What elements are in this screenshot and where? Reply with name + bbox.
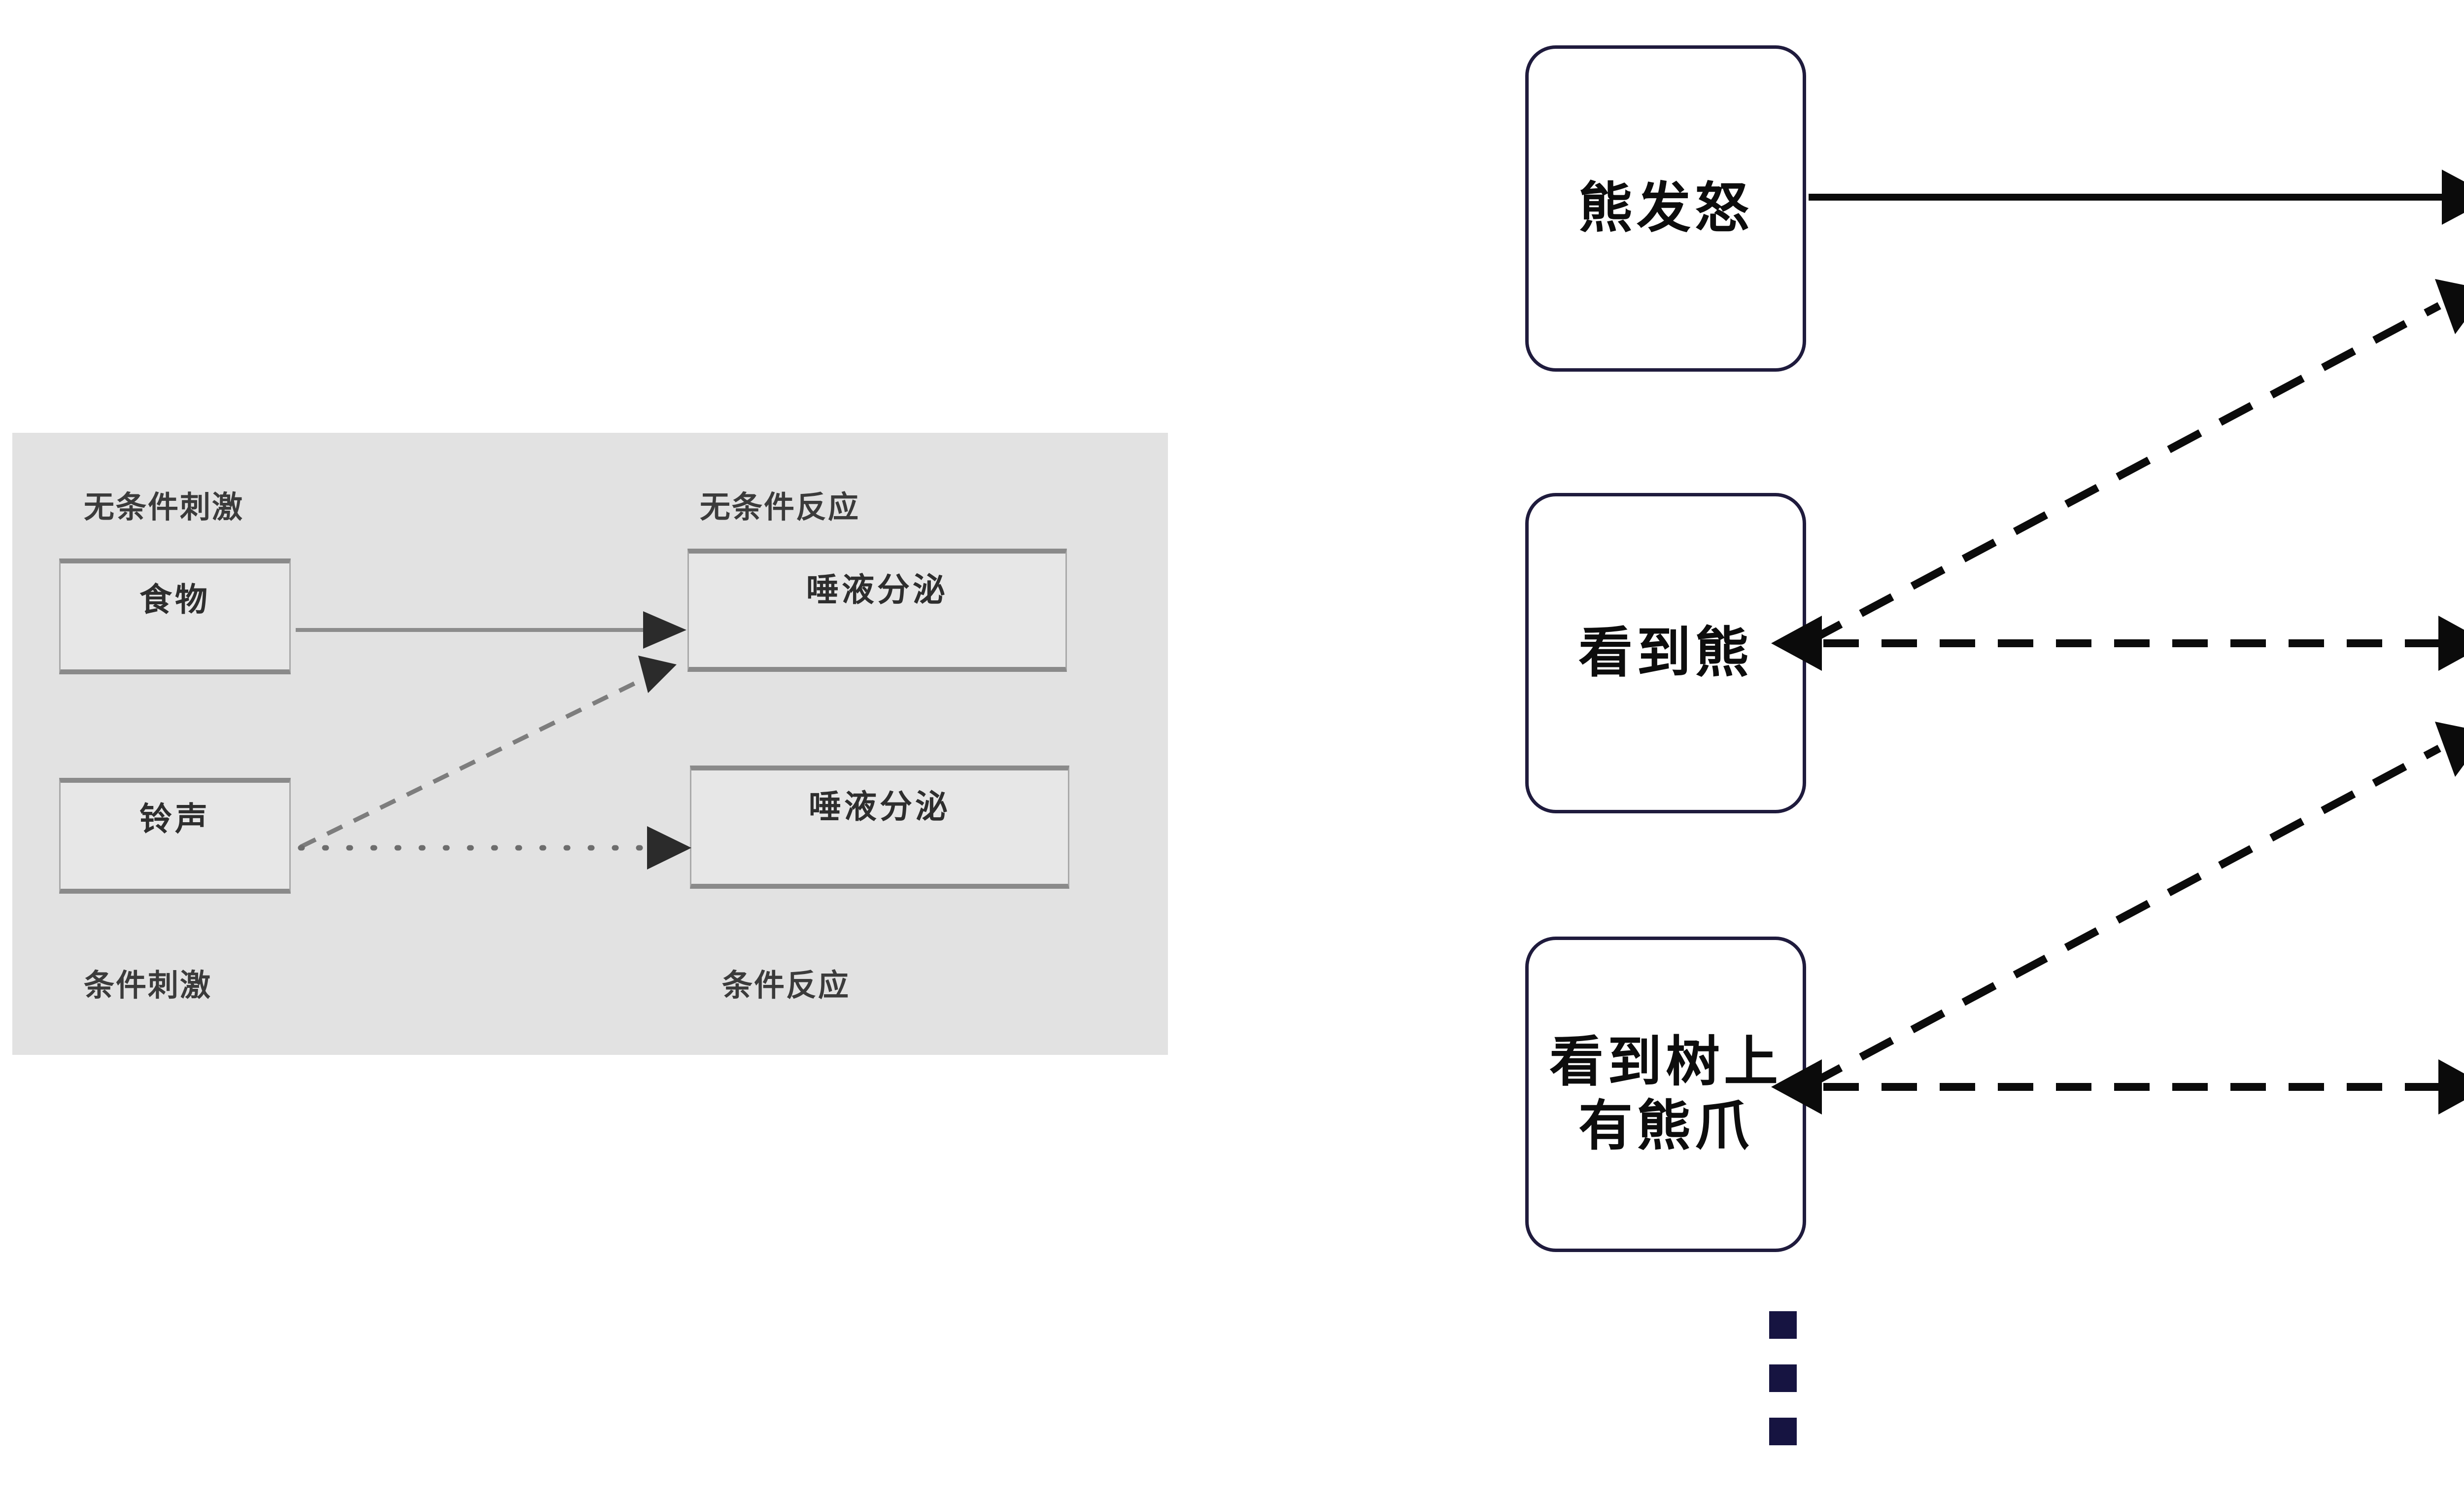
box-bear-angry: 熊发怒: [1525, 45, 1806, 372]
box-salivation-unconditioned-label: 唾液分泌: [806, 571, 948, 609]
arrow-bear-angry-to-reward: [1809, 170, 2464, 225]
caption-unconditioned-stimulus: 无条件刺激: [84, 489, 244, 525]
box-food-label: 食物: [139, 581, 210, 619]
box-salivation-conditioned-label: 唾液分泌: [809, 788, 951, 826]
box-see-claw-on-tree: 看到树上 有熊爪: [1525, 937, 1806, 1252]
arrow-food-to-salivation: [296, 611, 686, 649]
arrow-see-claw-to-value-next-state: [1808, 722, 2464, 1088]
classical-conditioning-panel: 无条件刺激 无条件反应 条件刺激 条件反应 食物 铃声 唾液分泌 唾液分泌: [12, 433, 1168, 1055]
box-bear-angry-label: 熊发怒: [1578, 176, 1753, 240]
ellipsis-left-column: [1769, 1311, 1797, 1445]
box-bell-label: 铃声: [139, 800, 210, 838]
arrow-see-bear-to-value-next-state: [1771, 616, 2464, 671]
box-salivation-conditioned: 唾液分泌: [690, 766, 1069, 889]
box-food: 食物: [59, 558, 291, 674]
ellipsis-dot: [1769, 1311, 1797, 1339]
box-see-claw-on-tree-label: 看到树上 有熊爪: [1549, 1030, 1782, 1157]
box-see-bear: 看到熊: [1525, 493, 1806, 813]
ellipsis-dot: [1769, 1418, 1797, 1445]
pavlov-arrow-layer: [296, 611, 691, 870]
arrow-bell-to-salivation-diagonal: [300, 656, 677, 849]
caption-unconditioned-response: 无条件反应: [700, 489, 860, 525]
ellipsis-dot: [1769, 1364, 1797, 1392]
caption-conditioned-response: 条件反应: [722, 967, 851, 1003]
arrow-bell-to-salivation-dotted: [298, 826, 691, 870]
box-bell: 铃声: [59, 778, 291, 894]
box-salivation-unconditioned: 唾液分泌: [687, 549, 1067, 672]
arrow-see-bear-to-reward: [1808, 279, 2464, 645]
arrow-see-claw-to-value-state: [1771, 1059, 2464, 1115]
box-see-bear-label: 看到熊: [1578, 621, 1753, 685]
caption-conditioned-stimulus: 条件刺激: [84, 967, 212, 1003]
